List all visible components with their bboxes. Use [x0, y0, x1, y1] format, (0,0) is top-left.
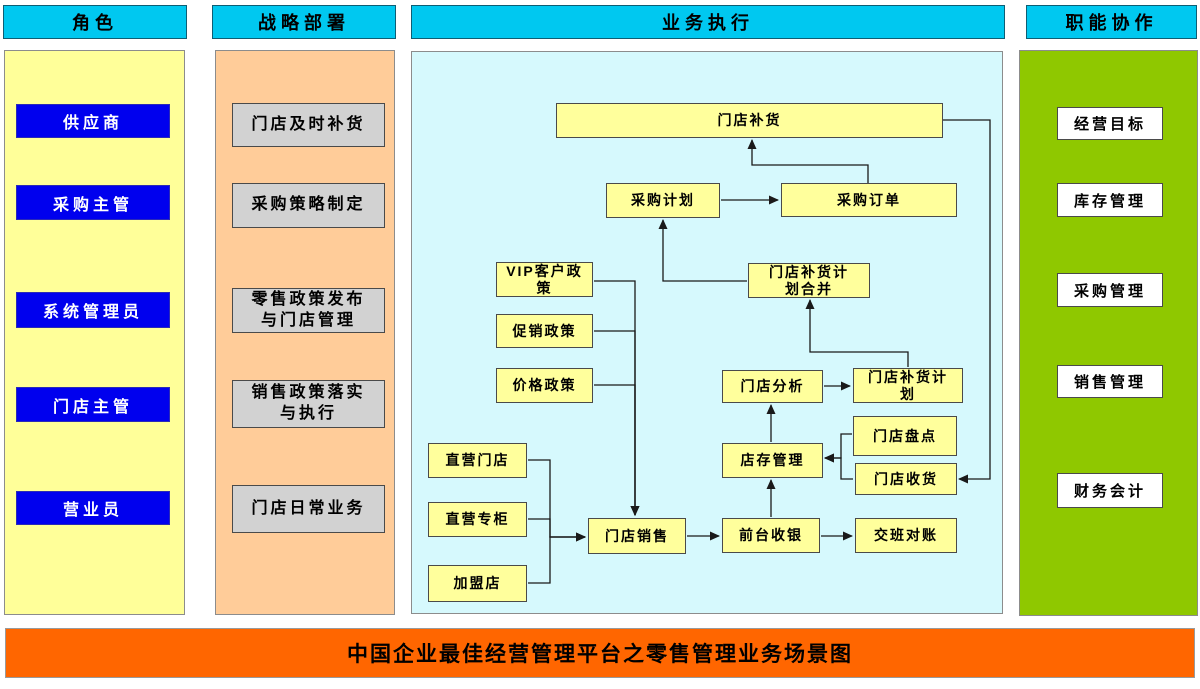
node-store-replenish: 门店补货	[556, 103, 943, 138]
column-header-strategy: 战略部署	[212, 5, 396, 39]
function-sales-mgmt: 销售管理	[1057, 365, 1163, 398]
node-store-sales: 门店销售	[588, 518, 686, 554]
strategy-daily-business: 门店日常业务	[232, 485, 385, 533]
node-price-policy: 价格政策	[496, 368, 593, 403]
role-store-manager: 门店主管	[16, 387, 170, 422]
node-store-receiving: 门店收货	[855, 463, 957, 495]
column-header-execution: 业务执行	[411, 5, 1005, 39]
strategy-retail-policy: 零售政策发布 与门店管理	[232, 288, 385, 333]
node-purchase-plan: 采购计划	[606, 183, 720, 218]
node-inventory-mgmt: 店存管理	[722, 443, 823, 478]
node-direct-store: 直营门店	[428, 443, 527, 478]
column-header-roles: 角色	[3, 5, 187, 39]
function-inventory-control: 库存管理	[1057, 183, 1163, 217]
function-purchase-mgmt: 采购管理	[1057, 273, 1163, 307]
role-purchase-director: 采购主管	[16, 185, 170, 220]
node-vip-policy: VIP客户政 策	[496, 262, 593, 297]
node-pos-cashier: 前台收银	[722, 518, 820, 553]
node-shift-reconcile: 交班对账	[855, 518, 957, 553]
function-finance-accounting: 财务会计	[1057, 473, 1163, 508]
node-purchase-order: 采购订单	[781, 183, 957, 217]
diagram-title-banner: 中国企业最佳经营管理平台之零售管理业务场景图	[5, 628, 1195, 678]
node-stocktake: 门店盘点	[853, 416, 957, 456]
functions-panel	[1019, 50, 1198, 616]
node-promo-policy: 促销政策	[496, 314, 593, 348]
function-business-goal: 经营目标	[1057, 107, 1163, 140]
strategy-sales-policy: 销售政策落实 与执行	[232, 380, 385, 428]
column-header-functions: 职能协作	[1026, 5, 1197, 39]
node-store-replenish-plan: 门店补货计 划	[853, 368, 963, 403]
node-direct-counter: 直营专柜	[428, 502, 527, 537]
strategy-purchase-strategy: 采购策略制定	[232, 183, 385, 228]
node-franchise-store: 加盟店	[428, 565, 527, 602]
role-salesperson: 营业员	[16, 491, 170, 525]
node-store-analysis: 门店分析	[722, 370, 823, 403]
role-sys-admin: 系统管理员	[16, 292, 170, 328]
strategy-timely-replenish: 门店及时补货	[232, 103, 385, 147]
role-supplier: 供应商	[16, 104, 170, 138]
node-replenish-merge: 门店补货计 划合并	[748, 263, 870, 298]
